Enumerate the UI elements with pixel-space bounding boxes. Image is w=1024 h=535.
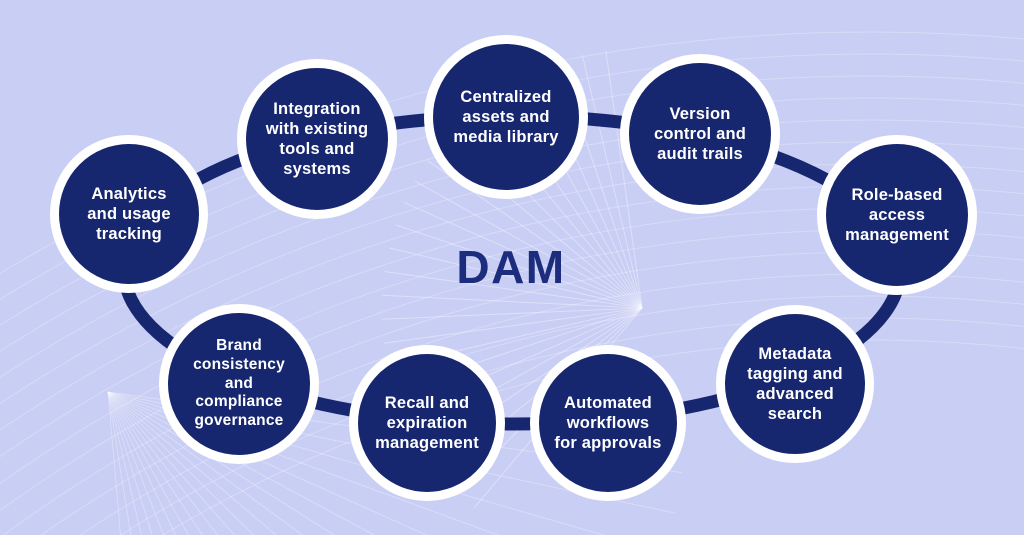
- node-label: Brand consistency and compliance governa…: [193, 336, 285, 430]
- node-automated-workflows-for-approvals: Automated workflows for approvals: [530, 345, 686, 501]
- node-version-control-audit-trails: Version control and audit trails: [620, 54, 780, 214]
- node-label: Metadata tagging and advanced search: [747, 344, 843, 424]
- diagram-title: DAM: [456, 241, 566, 293]
- node-metadata-tagging-advanced-search: Metadata tagging and advanced search: [716, 305, 874, 463]
- node-role-based-access-management: Role-based access management: [817, 135, 977, 295]
- node-label: Role-based access management: [845, 185, 949, 245]
- node-label: Recall and expiration management: [375, 393, 479, 453]
- node-integration-existing-tools-systems: Integration with existing tools and syst…: [237, 59, 397, 219]
- node-label: Centralized assets and media library: [453, 87, 559, 147]
- node-label: Analytics and usage tracking: [87, 184, 171, 244]
- node-brand-consistency-compliance-governance: Brand consistency and compliance governa…: [159, 304, 319, 464]
- node-analytics-usage-tracking: Analytics and usage tracking: [50, 135, 208, 293]
- node-label: Version control and audit trails: [653, 104, 747, 164]
- node-label: Integration with existing tools and syst…: [265, 99, 369, 179]
- node-centralized-assets-media-library: Centralized assets and media library: [424, 35, 588, 199]
- node-recall-expiration-management: Recall and expiration management: [349, 345, 505, 501]
- node-label: Automated workflows for approvals: [554, 393, 662, 453]
